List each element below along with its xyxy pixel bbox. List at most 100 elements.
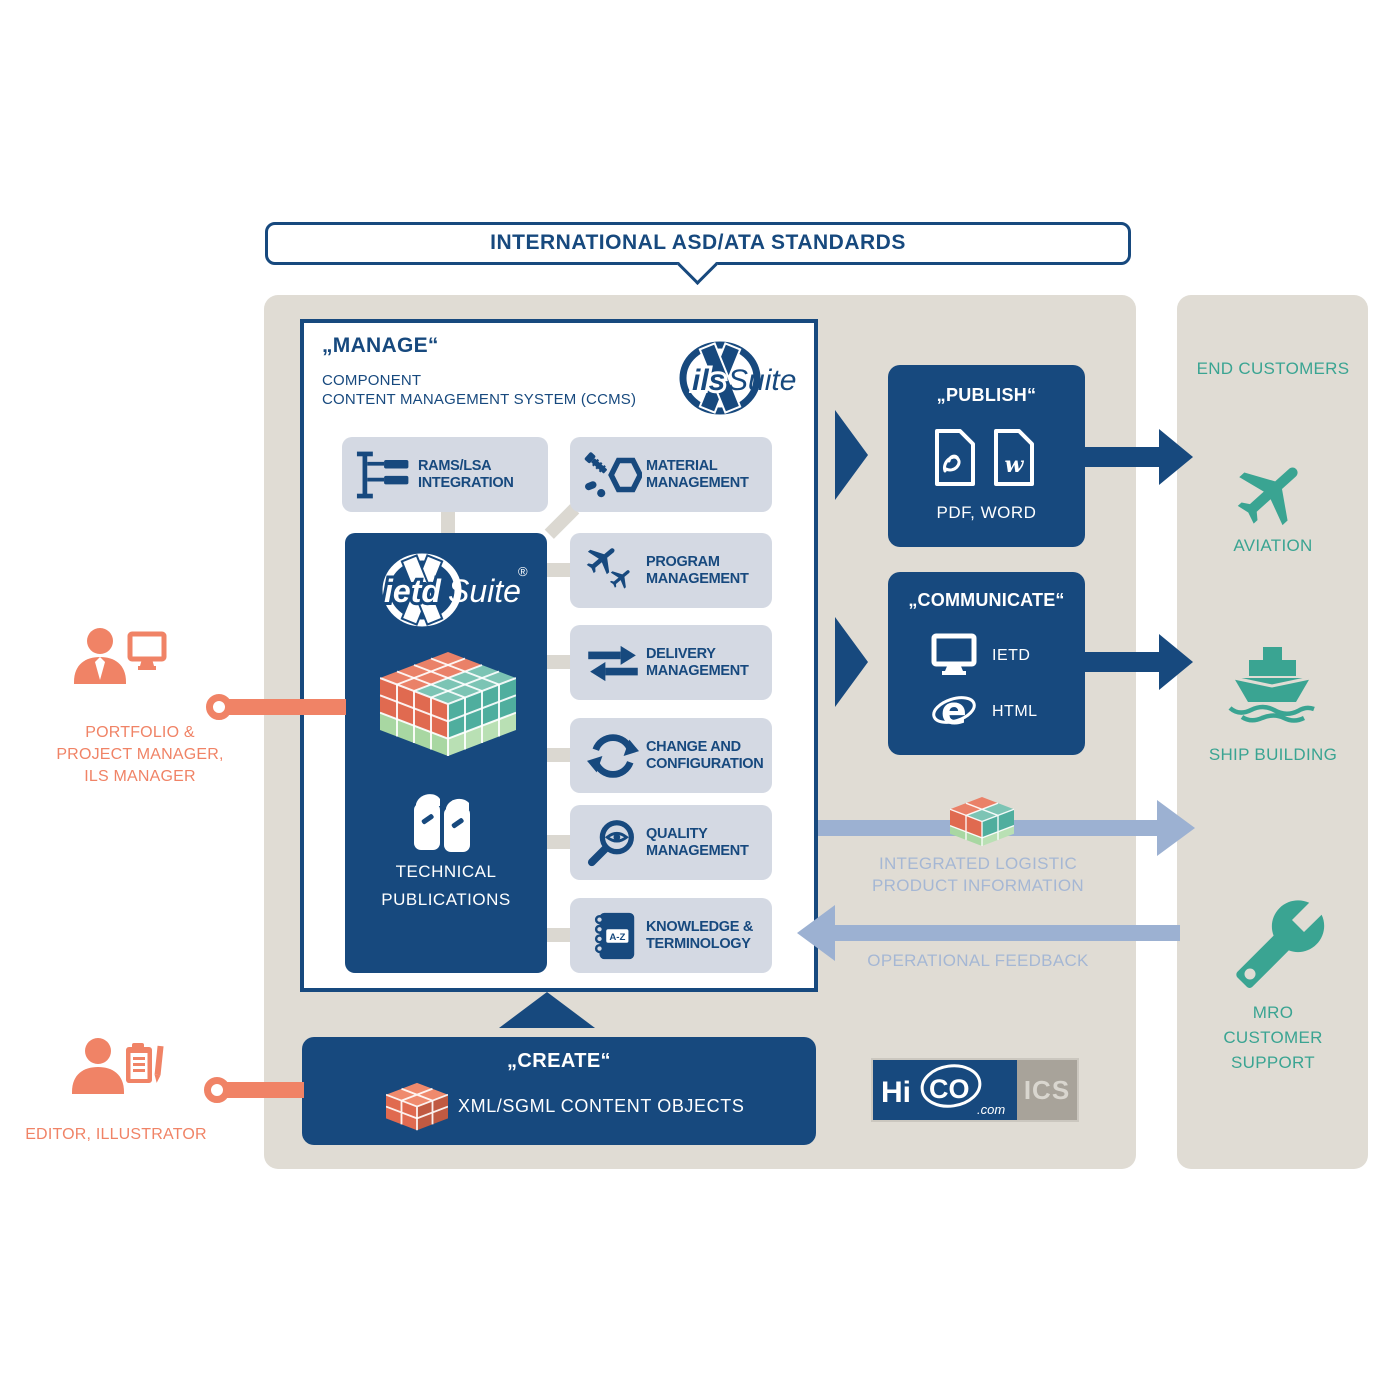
- communicate-html-label: HTML: [992, 703, 1038, 720]
- module-material-line2: MANAGEMENT: [646, 474, 749, 491]
- monitor-icon: [931, 633, 977, 675]
- logistic-cube-icon: [950, 797, 1014, 846]
- manager-person-icon: [74, 628, 167, 684]
- manager-label-line3: ILS MANAGER: [84, 768, 196, 785]
- connector-knowledge: [547, 928, 570, 942]
- module-quality: QUALITY MANAGEMENT: [570, 805, 772, 880]
- module-knowledge-label: KNOWLEDGE & TERMINOLOGY: [646, 919, 753, 953]
- editor-label: EDITOR, ILLUSTRATOR: [25, 1126, 207, 1143]
- magnifier-eye-icon: [580, 817, 646, 869]
- integrated-logistic-line1: INTEGRATED LOGISTIC: [878, 854, 1078, 873]
- word-document-icon: w: [994, 429, 1034, 486]
- module-knowledge-line2: TERMINOLOGY: [646, 935, 751, 952]
- connector-rams: [441, 512, 455, 533]
- vendor-logo-blue: Hi CO .com: [873, 1060, 1017, 1120]
- manage-to-publish-arrow: [835, 410, 868, 500]
- publish-box: [888, 365, 1085, 547]
- module-change-line2: CONFIGURATION: [646, 755, 764, 772]
- manage-subtitle-line1: COMPONENT: [322, 372, 422, 389]
- module-knowledge-line1: KNOWLEDGE &: [646, 918, 754, 935]
- mro-line3: SUPPORT: [1231, 1053, 1315, 1072]
- manage-subtitle-line2: CONTENT MANAGEMENT SYSTEM (CCMS): [322, 391, 637, 408]
- module-material-line1: MATERIAL: [646, 457, 718, 474]
- a-z-tag: A-Z: [609, 931, 625, 942]
- manager-label: PORTFOLIO & PROJECT MANAGER, ILS MANAGER: [30, 722, 250, 788]
- manage-title: „MANAGE“: [322, 334, 439, 357]
- sync-arrows-icon: [580, 729, 646, 783]
- operational-feedback-arrow-bar: [835, 925, 1180, 941]
- manager-connector-bar: [229, 699, 346, 715]
- module-delivery-line2: MANAGEMENT: [646, 662, 749, 679]
- module-quality-line1: QUALITY: [646, 825, 708, 842]
- technical-publications-caption: TECHNICAL PUBLICATIONS: [345, 858, 547, 914]
- module-quality-label: QUALITY MANAGEMENT: [646, 826, 749, 860]
- airplane-icon: [1237, 467, 1298, 526]
- xml-cube-icon: [386, 1082, 448, 1131]
- ils-suite-logo: ils Suite: [679, 341, 796, 415]
- integrated-logistic-line2: PRODUCT INFORMATION: [872, 876, 1084, 895]
- manage-subtitle: COMPONENT CONTENT MANAGEMENT SYSTEM (CCM…: [322, 371, 636, 409]
- operational-feedback-arrow-head: [797, 905, 835, 961]
- create-to-manage-arrow: [499, 992, 595, 1028]
- module-delivery-label: DELIVERY MANAGEMENT: [646, 646, 749, 680]
- technical-publications-line2: PUBLICATIONS: [381, 890, 511, 909]
- module-knowledge: A-Z KNOWLEDGE & TERMINOLOGY: [570, 898, 772, 973]
- publish-title: „PUBLISH“: [936, 385, 1037, 405]
- connector-delivery: [547, 655, 570, 669]
- create-subtitle: XML/SGML CONTENT OBJECTS: [458, 1096, 745, 1116]
- manager-connector-node: [206, 694, 232, 720]
- manager-label-line2: PROJECT MANAGER,: [56, 746, 224, 763]
- books-icon: [414, 794, 470, 852]
- connector-quality: [547, 835, 570, 849]
- hico-hi: Hi: [881, 1076, 911, 1109]
- vendor-logo: Hi CO .com ICS: [871, 1058, 1079, 1122]
- vendor-unit-label: ICS: [1023, 1074, 1071, 1105]
- publish-output-arrow-bar: [1085, 447, 1159, 467]
- publish-formats: PDF, WORD: [936, 503, 1037, 522]
- wrench-icon: [1236, 900, 1325, 988]
- mro-line2: CUSTOMER: [1223, 1028, 1323, 1047]
- bolt-nut-icon: [580, 449, 646, 501]
- mro-line1: MRO: [1252, 1003, 1294, 1022]
- browser-e-icon: e: [932, 689, 976, 733]
- module-material: MATERIAL MANAGEMENT: [570, 437, 772, 512]
- ietd-brand-suffix: Suite: [448, 573, 521, 609]
- communicate-box: [888, 572, 1085, 755]
- pdf-document-icon: [935, 429, 975, 486]
- hico-co: CO: [929, 1074, 970, 1104]
- module-rams-lsa: RAMS/LSA INTEGRATION: [342, 437, 548, 512]
- operational-feedback-label: OPERATIONAL FEEDBACK: [867, 951, 1089, 970]
- module-program-label: PROGRAM MANAGEMENT: [646, 554, 749, 588]
- ietd-brand-prefix: ietd: [384, 573, 442, 609]
- module-program: PROGRAM MANAGEMENT: [570, 533, 772, 608]
- svg-text:e: e: [941, 689, 967, 733]
- mro-support-label: MRO CUSTOMER SUPPORT: [1187, 1000, 1359, 1075]
- hico-tld: .com: [977, 1102, 1005, 1117]
- communicate-output-arrow-head: [1159, 634, 1193, 690]
- module-program-line1: PROGRAM: [646, 553, 720, 570]
- communicate-output-arrow-bar: [1085, 652, 1159, 672]
- ship-building-label: SHIP BUILDING: [1208, 745, 1338, 764]
- module-delivery: DELIVERY MANAGEMENT: [570, 625, 772, 700]
- module-material-label: MATERIAL MANAGEMENT: [646, 458, 749, 492]
- manage-to-communicate-arrow: [835, 617, 868, 707]
- module-change-line1: CHANGE AND: [646, 738, 741, 755]
- svg-text:w: w: [1005, 452, 1025, 478]
- integrated-logistic-arrow-head: [1157, 800, 1195, 856]
- module-program-line2: MANAGEMENT: [646, 570, 749, 587]
- ship-icon: [1228, 647, 1315, 723]
- ietd-registered-mark: ®: [518, 564, 528, 579]
- editor-person-icon: [72, 1038, 164, 1094]
- connector-program: [547, 563, 570, 577]
- dictionary-icon: A-Z: [580, 910, 646, 962]
- technical-publications-line1: TECHNICAL: [395, 862, 497, 881]
- ils-logo-prefix: ils: [692, 364, 725, 397]
- data-cube-graphic: [380, 652, 516, 756]
- exchange-arrows-icon: [580, 643, 646, 683]
- module-rams-line2: INTEGRATION: [418, 474, 514, 491]
- module-rams-line1: RAMS/LSA: [418, 457, 492, 474]
- module-quality-line2: MANAGEMENT: [646, 842, 749, 859]
- module-rams-label: RAMS/LSA INTEGRATION: [418, 458, 514, 492]
- module-change: CHANGE AND CONFIGURATION: [570, 718, 772, 793]
